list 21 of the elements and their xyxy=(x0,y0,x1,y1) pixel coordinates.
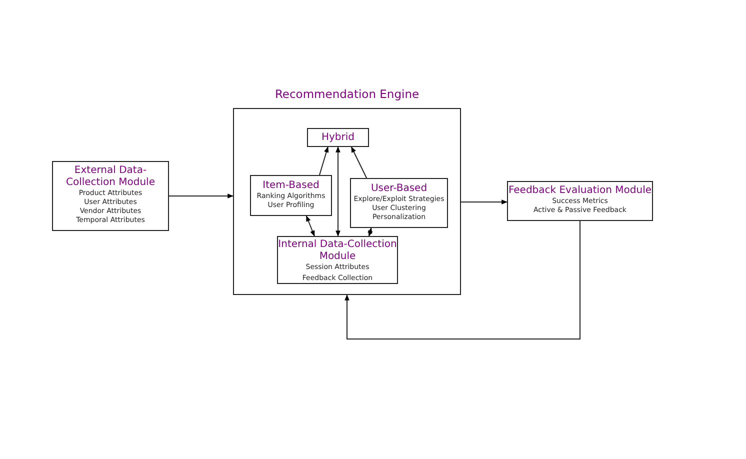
module-title: Feedback Evaluation Module xyxy=(508,185,652,197)
module-box xyxy=(250,175,332,216)
module-title: Internal Data-Collection Module xyxy=(278,239,397,263)
module-title: Hybrid xyxy=(320,132,356,144)
module-title: External Data-Collection Module xyxy=(64,165,156,189)
arrow xyxy=(319,146,329,176)
module-title: User-Based xyxy=(370,183,428,195)
arrow xyxy=(168,194,234,198)
arrow xyxy=(306,215,315,237)
module-box xyxy=(277,236,398,284)
arrow xyxy=(336,146,340,237)
container-title: Recommendation Engine xyxy=(274,88,420,100)
module-box xyxy=(350,178,448,228)
arrow xyxy=(368,227,373,237)
module-box xyxy=(52,161,169,231)
module-box xyxy=(307,128,369,147)
arrow xyxy=(344,220,580,340)
arrow xyxy=(350,146,368,178)
module-box xyxy=(507,181,653,221)
arrow xyxy=(460,200,508,204)
module-title: Item-Based xyxy=(262,180,320,192)
